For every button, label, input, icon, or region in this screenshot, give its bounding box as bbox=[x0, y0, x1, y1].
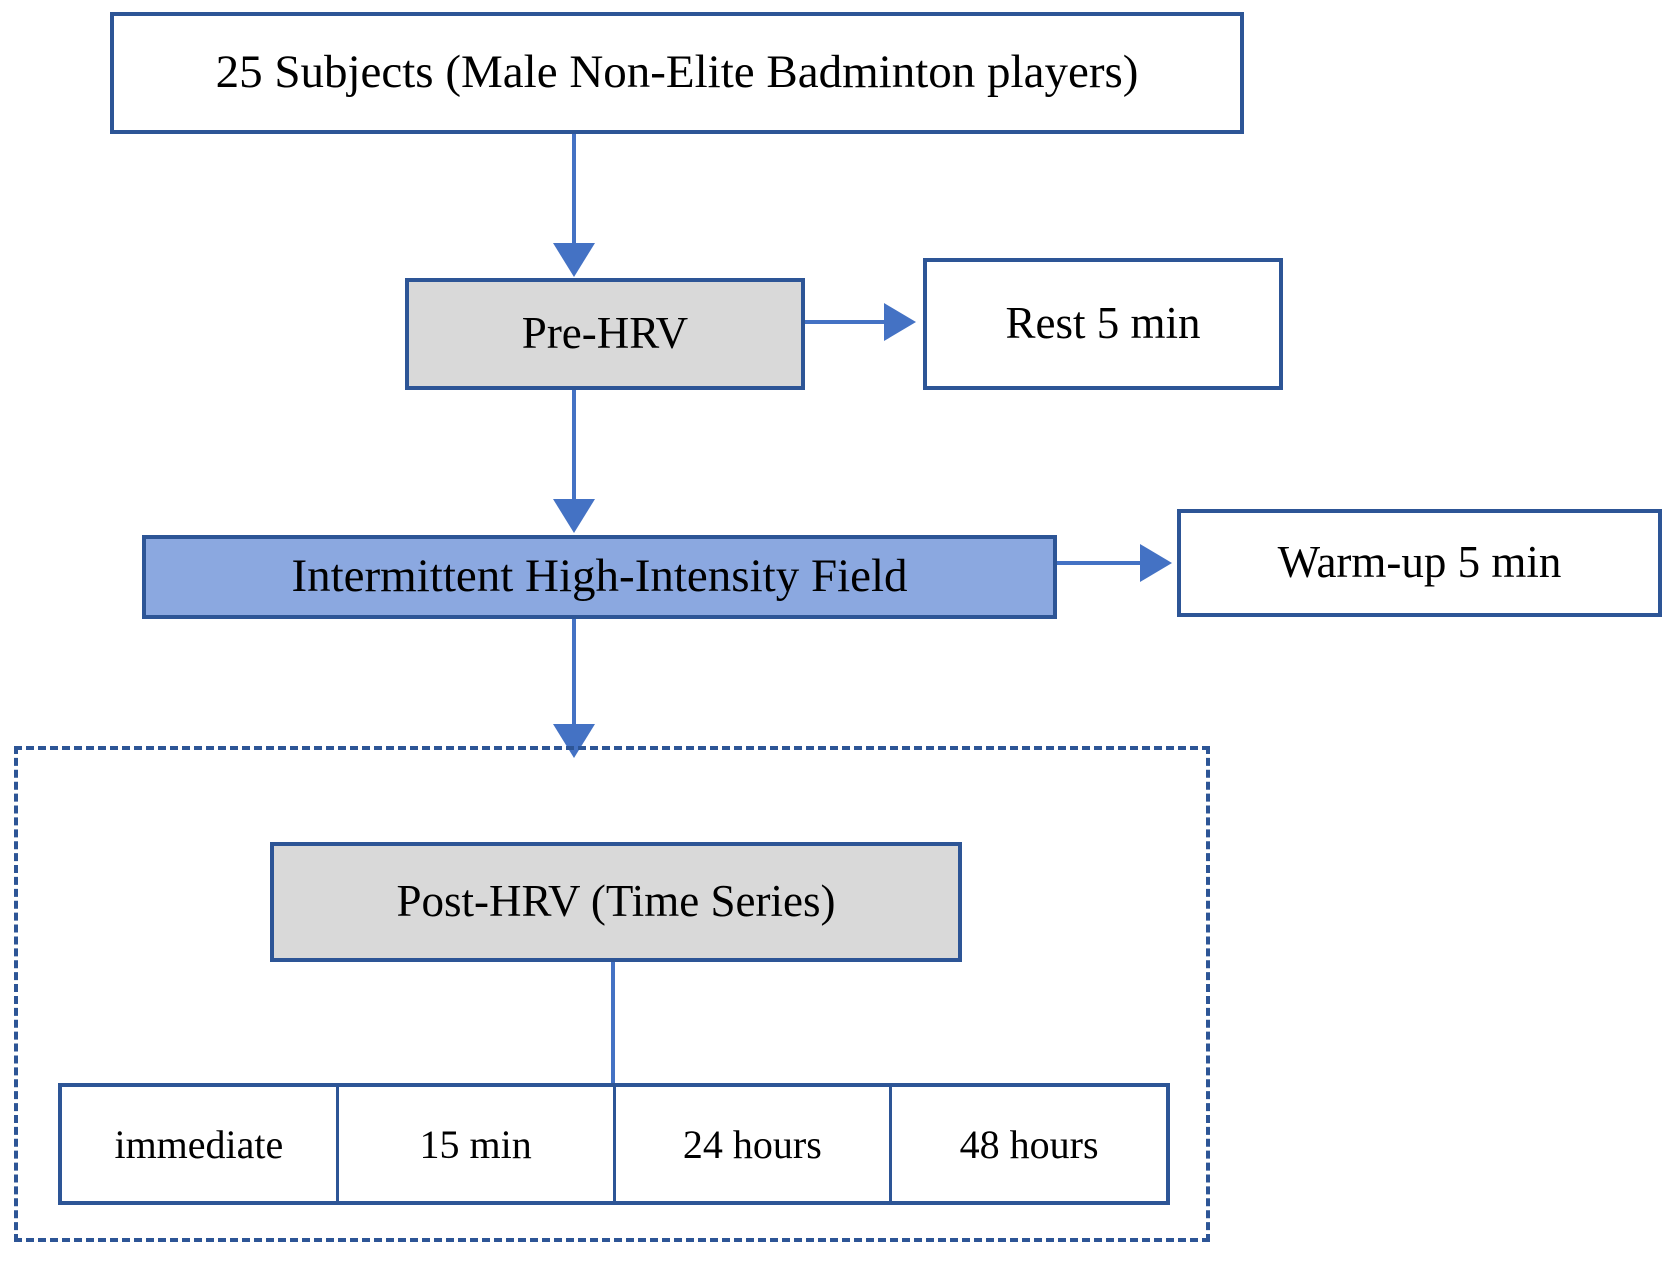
connector-intermittent-to-warmup-line bbox=[1057, 561, 1142, 565]
connector-subjects-to-pre-hrv-arrowhead-icon bbox=[553, 243, 595, 277]
connector-subjects-to-pre-hrv-line bbox=[572, 134, 576, 246]
timepoint-cell-immediate: immediate bbox=[62, 1087, 339, 1201]
timepoint-cell-48-hours: 48 hours bbox=[892, 1087, 1166, 1201]
connector-pre-hrv-to-rest-line bbox=[805, 320, 887, 324]
timepoints-table: immediate 15 min 24 hours 48 hours bbox=[58, 1083, 1170, 1205]
node-post-hrv: Post-HRV (Time Series) bbox=[270, 842, 962, 962]
connector-intermittent-to-post-hrv-arrowhead-icon bbox=[553, 724, 595, 758]
connector-pre-hrv-to-intermittent-line bbox=[572, 390, 576, 502]
connector-pre-hrv-to-rest-arrowhead-icon bbox=[884, 303, 916, 341]
node-intermittent-high-intensity-field: Intermittent High-Intensity Field bbox=[142, 535, 1057, 619]
connector-intermittent-to-post-hrv-line bbox=[572, 619, 576, 727]
connector-post-hrv-to-timepoints-line bbox=[611, 962, 615, 1085]
post-hrv-group-container bbox=[14, 746, 1210, 1242]
node-pre-hrv: Pre-HRV bbox=[405, 278, 805, 390]
connector-pre-hrv-to-intermittent-arrowhead-icon bbox=[553, 499, 595, 533]
node-subjects: 25 Subjects (Male Non-Elite Badminton pl… bbox=[110, 12, 1244, 134]
connector-intermittent-to-warmup-arrowhead-icon bbox=[1140, 544, 1172, 582]
timepoint-cell-24-hours: 24 hours bbox=[615, 1087, 893, 1201]
timepoint-cell-15-min: 15 min bbox=[338, 1087, 616, 1201]
node-rest: Rest 5 min bbox=[923, 258, 1283, 390]
node-warmup: Warm-up 5 min bbox=[1177, 509, 1662, 617]
